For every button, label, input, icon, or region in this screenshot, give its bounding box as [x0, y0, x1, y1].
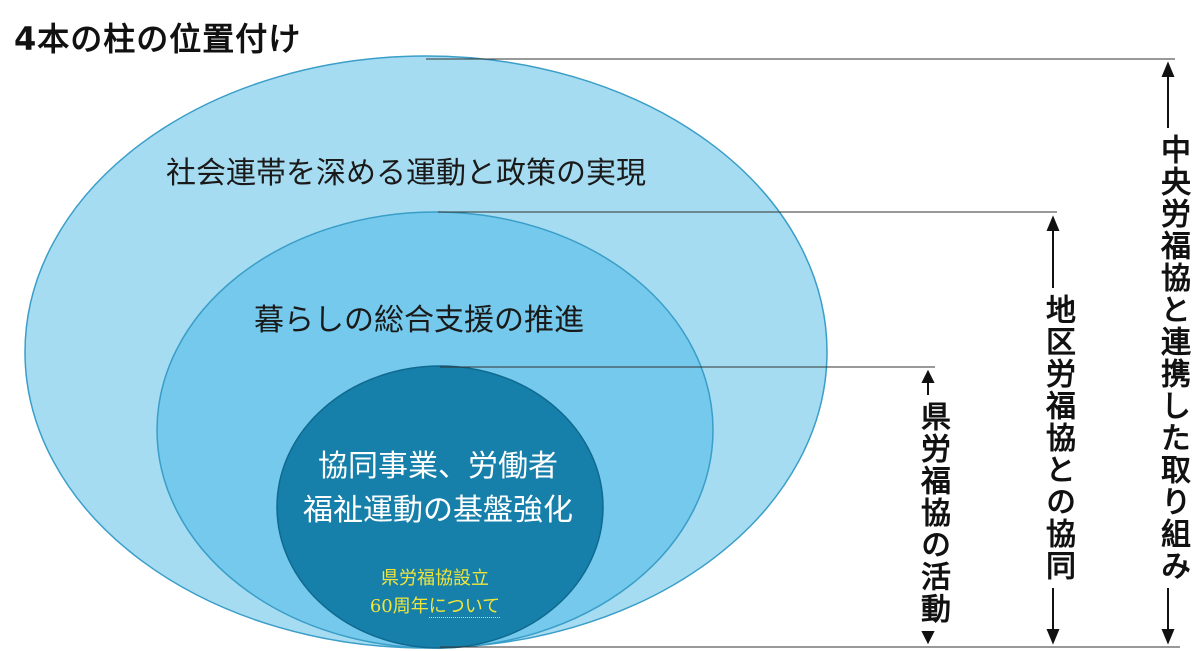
page-title: 4本の柱の位置付け [14, 20, 302, 58]
anniversary-link-anchor[interactable]: について [428, 596, 501, 618]
prefectural-scope-label: 県労福協の活動 [910, 395, 954, 631]
regional-scope-label: 地区労福協との協同 [1035, 288, 1079, 588]
anniversary-link-line1[interactable]: 県労福協設立 [381, 568, 489, 589]
outer-ring-label: 社会連帯を深める運動と政策の実現 [166, 156, 646, 191]
middle-ring-label: 暮らしの総合支援の推進 [254, 303, 584, 338]
central-scope-label: 中央労福協と連携した取り組み [1150, 128, 1194, 588]
inner-ring-label: 協同事業、労働者 福祉運動の基盤強化 [278, 445, 598, 533]
inner-ring [276, 365, 604, 649]
anniversary-link-prefix[interactable]: 60周年 [369, 596, 429, 617]
inner-ring-label-line1: 協同事業、労働者 [318, 449, 558, 484]
inner-ring-label-line2: 福祉運動の基盤強化 [303, 493, 573, 528]
anniversary-link[interactable]: 県労福協設立 60周年について [355, 565, 515, 621]
